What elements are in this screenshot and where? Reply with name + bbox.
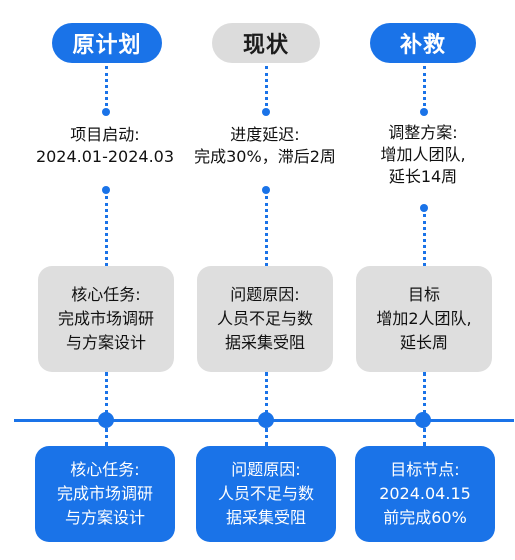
node-dot-remedy-top bbox=[420, 108, 428, 116]
connector-status-top bbox=[265, 66, 268, 112]
connector-plan-bottom bbox=[105, 428, 108, 446]
node-dot-plan-mid bbox=[102, 186, 110, 194]
connector-remedy-mid bbox=[423, 214, 426, 266]
status-blue-box-line-3: 据采集受阻 bbox=[225, 508, 306, 527]
connector-plan-top bbox=[105, 66, 108, 112]
status-description: 进度延迟: 完成30%，滞后2周 bbox=[175, 124, 355, 168]
node-dot-status-mid bbox=[262, 186, 270, 194]
plan-description: 项目启动: 2024.01-2024.03 bbox=[25, 124, 185, 168]
connector-status-low bbox=[265, 372, 268, 414]
remedy-gray-box-line-3: 延长周 bbox=[399, 333, 448, 352]
status-gray-box-line-1: 问题原因: bbox=[230, 285, 300, 304]
remedy-gray-box: 目标 增加2人团队, 延长周 bbox=[356, 266, 492, 372]
plan-blue-box-line-3: 与方案设计 bbox=[64, 508, 145, 527]
connector-status-mid bbox=[265, 196, 268, 266]
status-blue-box: 问题原因: 人员不足与数 据采集受阻 bbox=[196, 446, 336, 542]
status-description-line-2: 完成30%，滞后2周 bbox=[194, 147, 336, 166]
node-dot-remedy-mid bbox=[420, 204, 428, 212]
plan-gray-box-line-2: 完成市场调研 bbox=[57, 309, 154, 328]
plan-description-line-2: 2024.01-2024.03 bbox=[35, 147, 175, 166]
status-description-line-1: 进度延迟: bbox=[230, 125, 300, 144]
plan-gray-box-line-3: 与方案设计 bbox=[65, 333, 146, 352]
status-gray-box-line-3: 据采集受阻 bbox=[224, 333, 305, 352]
status-gray-box-line-2: 人员不足与数 bbox=[216, 309, 313, 328]
connector-plan-low bbox=[105, 372, 108, 414]
connector-status-bottom bbox=[265, 428, 268, 446]
remedy-gray-box-line-2: 增加2人团队, bbox=[376, 309, 472, 328]
plan-gray-box-line-1: 核心任务: bbox=[71, 285, 141, 304]
connector-remedy-bottom bbox=[423, 428, 426, 446]
plan-blue-box-line-2: 完成市场调研 bbox=[56, 484, 153, 503]
status-gray-box: 问题原因: 人员不足与数 据采集受阻 bbox=[197, 266, 333, 372]
header-status: 现状 bbox=[212, 23, 320, 63]
plan-blue-box-line-1: 核心任务: bbox=[70, 460, 140, 479]
node-dot-plan-top bbox=[102, 108, 110, 116]
header-remedy: 补救 bbox=[370, 23, 476, 63]
plan-gray-box: 核心任务: 完成市场调研 与方案设计 bbox=[38, 266, 174, 372]
plan-blue-box: 核心任务: 完成市场调研 与方案设计 bbox=[35, 446, 175, 542]
connector-remedy-top bbox=[423, 66, 426, 112]
status-blue-box-line-2: 人员不足与数 bbox=[217, 484, 314, 503]
remedy-blue-box-line-1: 目标节点: bbox=[390, 460, 460, 479]
remedy-gray-box-line-1: 目标 bbox=[407, 285, 440, 304]
remedy-blue-box: 目标节点: 2024.04.15 前完成60% bbox=[355, 446, 495, 542]
remedy-blue-box-line-3: 前完成60% bbox=[383, 508, 467, 527]
status-blue-box-line-1: 问题原因: bbox=[231, 460, 301, 479]
remedy-description-line-1: 调整方案: bbox=[388, 123, 458, 142]
remedy-blue-box-line-2: 2024.04.15 bbox=[379, 484, 471, 503]
connector-remedy-low bbox=[423, 372, 426, 414]
plan-description-line-1: 项目启动: bbox=[70, 125, 140, 144]
remedy-description-line-2: 增加人团队, bbox=[380, 145, 466, 164]
remedy-description-line-3: 延长14周 bbox=[388, 167, 458, 186]
connector-plan-mid bbox=[105, 196, 108, 266]
header-plan: 原计划 bbox=[52, 23, 162, 63]
timeline-line bbox=[14, 419, 514, 422]
remedy-description: 调整方案: 增加人团队, 延长14周 bbox=[355, 122, 491, 188]
node-dot-status-top bbox=[262, 108, 270, 116]
